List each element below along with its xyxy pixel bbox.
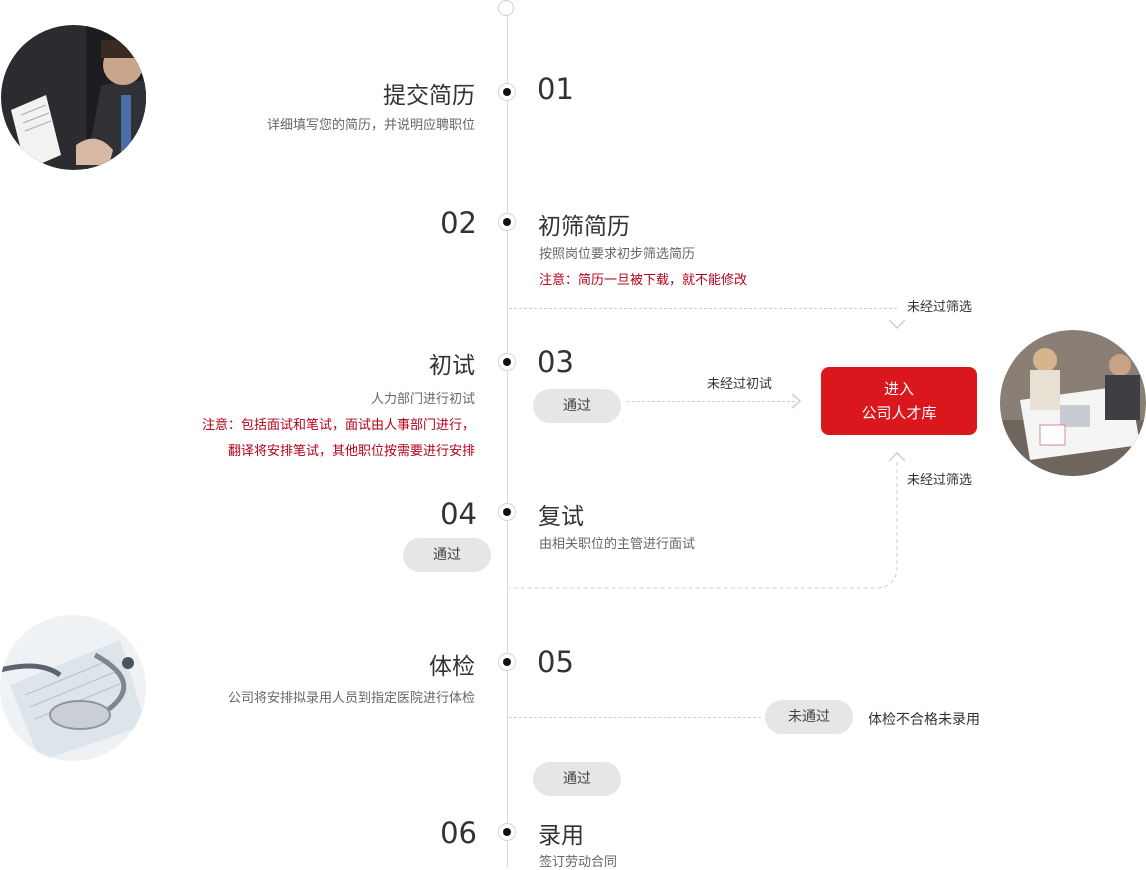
step-2-note: 注意：简历一旦被下载，就不能修改 [539, 273, 748, 288]
retest-reject-path [509, 462, 898, 589]
health-fail-line [509, 717, 761, 718]
timeline-start-circle [498, 0, 514, 16]
screen-reject-line [509, 308, 897, 309]
chevron-right-icon [791, 393, 802, 409]
step-1-number: 01 [537, 72, 574, 106]
talent-pool-button[interactable]: 进入 公司人才库 [821, 367, 977, 435]
step-3-pass-pill: 通过 [533, 389, 621, 423]
first-interview-reject-line [627, 401, 795, 402]
talent-pool-line1: 进入 [883, 380, 914, 398]
photo-meeting [1000, 330, 1146, 476]
chevron-up-icon [888, 451, 906, 462]
step-3-note-line1: 注意：包括面试和笔试，面试由人事部门进行， [201, 418, 475, 433]
step-4-pass-pill: 通过 [403, 538, 491, 572]
health-fail-pill: 未通过 [765, 700, 853, 734]
step-5-desc: 公司将安排拟录用人员到指定医院进行体检 [227, 691, 475, 706]
step-3-desc: 人力部门进行初试 [370, 392, 475, 407]
step-6-title: 录用 [538, 823, 584, 849]
step-6-desc: 签订劳动合同 [539, 855, 618, 870]
step-5-pass-pill: 通过 [533, 762, 621, 796]
not-screened-label-top: 未经过筛选 [907, 300, 973, 315]
step-6-dot [498, 823, 516, 841]
talent-pool-line2: 公司人才库 [861, 404, 937, 422]
chevron-down-icon [888, 319, 906, 330]
step-4-desc: 由相关职位的主管进行面试 [539, 537, 696, 552]
step-2-dot [498, 213, 516, 231]
step-3-title: 初试 [429, 353, 475, 379]
not-first-interview-label: 未经过初试 [707, 377, 773, 392]
step-5-title: 体检 [429, 654, 475, 680]
step-1-dot [498, 83, 516, 101]
health-fail-label: 体检不合格未录用 [868, 712, 980, 728]
step-6-number: 06 [440, 816, 477, 850]
step-1-desc: 详细填写您的简历，并说明应聘职位 [266, 118, 475, 133]
not-screened-label-bottom: 未经过筛选 [907, 473, 973, 488]
step-1-title: 提交简历 [383, 83, 475, 109]
photo-resume-handover [1, 25, 146, 170]
step-4-dot [498, 503, 516, 521]
step-4-title: 复试 [538, 504, 584, 530]
step-3-dot [498, 353, 516, 371]
step-2-number: 02 [440, 206, 477, 240]
step-2-desc: 按照岗位要求初步筛选简历 [539, 247, 696, 262]
step-5-number: 05 [537, 645, 574, 679]
timeline-line [507, 17, 508, 867]
step-3-note-line2: 翻译将安排笔试，其他职位按需要进行安排 [227, 444, 475, 459]
step-4-number: 04 [440, 497, 477, 531]
step-5-dot [498, 653, 516, 671]
photo-stethoscope [0, 615, 146, 761]
step-3-number: 03 [537, 345, 574, 379]
step-2-title: 初筛简历 [538, 214, 630, 240]
